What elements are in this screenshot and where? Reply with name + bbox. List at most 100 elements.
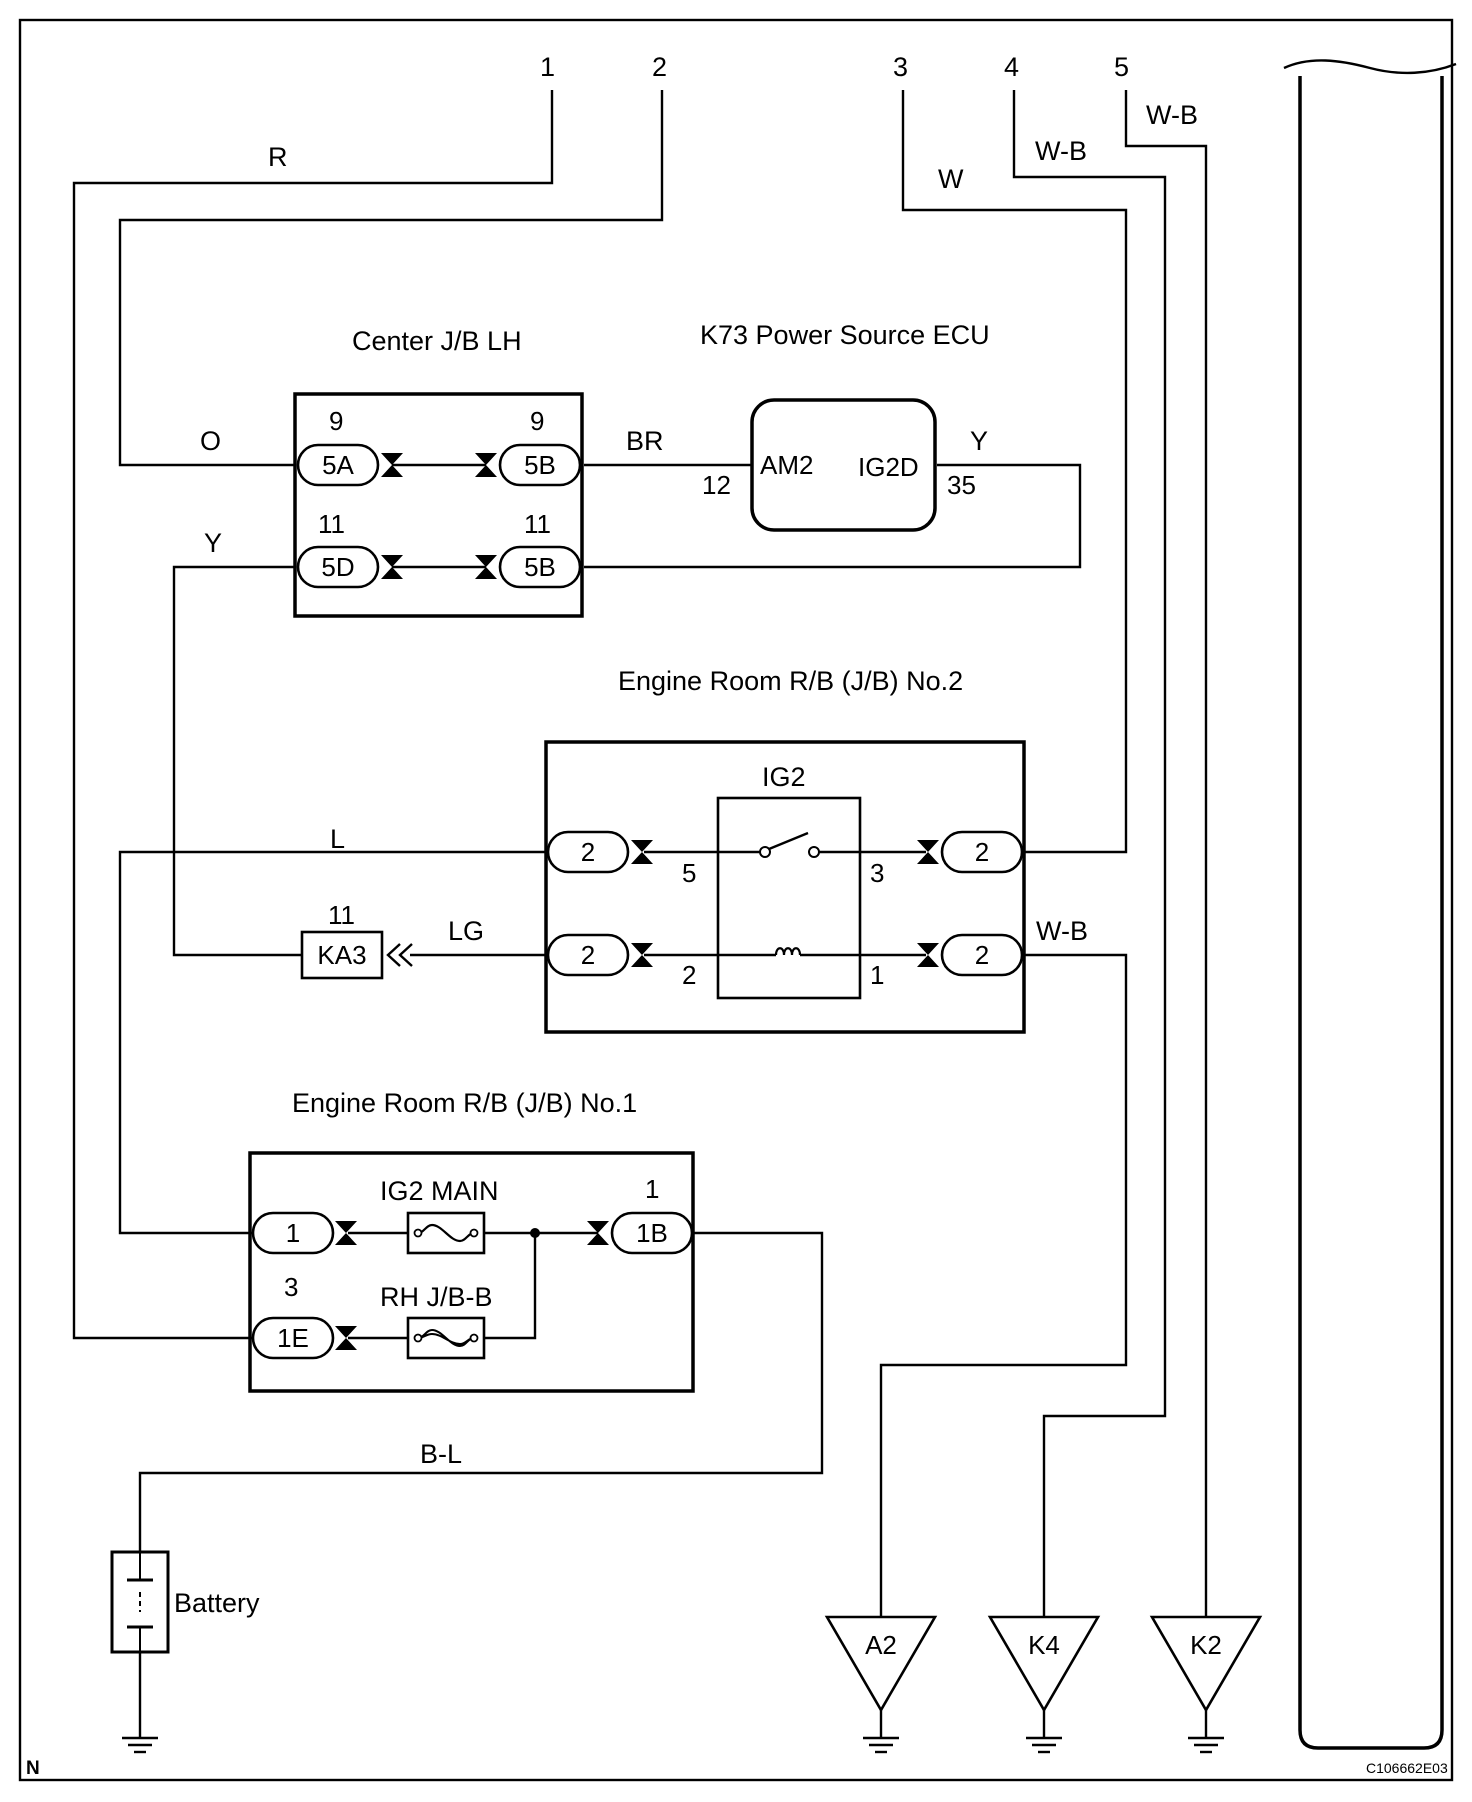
wire-w-label: W bbox=[938, 164, 964, 194]
figure-id: C106662E03 bbox=[1366, 1760, 1448, 1776]
rb2-conn-left-top-label: 2 bbox=[581, 837, 595, 867]
ecu-ig2d: IG2D bbox=[858, 452, 919, 482]
battery-label: Battery bbox=[174, 1588, 260, 1618]
terminal-1: 1 bbox=[540, 52, 555, 82]
rb2-conn-right-bot bbox=[940, 933, 1024, 977]
ecu-pin-12: 12 bbox=[702, 470, 731, 500]
wire-l-label: L bbox=[330, 824, 345, 854]
rb1-row2-right bbox=[484, 1233, 537, 1340]
wire-wb-4 bbox=[1012, 90, 1167, 1617]
wire-w bbox=[901, 90, 1128, 854]
power-ecu-title: K73 Power Source ECU bbox=[700, 320, 990, 350]
ground-k4-label: K4 bbox=[1028, 1630, 1060, 1660]
wire-o bbox=[118, 90, 664, 467]
wire-y-left-label: Y bbox=[204, 528, 222, 558]
rb1-conn-1b-pin: 1 bbox=[645, 1174, 659, 1204]
connector-5b-top-label: 5B bbox=[524, 450, 556, 480]
continuation-bar bbox=[1298, 76, 1444, 1750]
engine-rb1-box bbox=[248, 1151, 695, 1393]
relay-ig2-box bbox=[716, 796, 862, 1000]
fuse-ig2-main-label: IG2 MAIN bbox=[380, 1176, 499, 1206]
wire-br-label: BR bbox=[626, 426, 664, 456]
fuse-rh-jb-b-label: RH J/B-B bbox=[380, 1282, 493, 1312]
fuse-ig2-main-element bbox=[417, 1223, 475, 1243]
ground-k2 bbox=[1149, 1615, 1263, 1754]
connector-5a bbox=[296, 443, 380, 487]
continuation-break bbox=[1283, 59, 1457, 75]
wire-bl-label: B-L bbox=[420, 1439, 462, 1469]
connector-5d bbox=[296, 545, 380, 589]
corner-mark: N bbox=[26, 1758, 40, 1779]
wire-bl bbox=[138, 1231, 824, 1552]
connector-5b-bot-label: 5B bbox=[524, 552, 556, 582]
engine-rb2-box bbox=[544, 740, 1026, 1034]
rb1-conn-1 bbox=[251, 1211, 335, 1255]
terminal-3: 3 bbox=[893, 52, 908, 82]
ka3-pin: 11 bbox=[328, 900, 355, 930]
c5d-pin: 11 bbox=[318, 509, 345, 539]
wire-lg-label: LG bbox=[448, 916, 484, 946]
battery-ground-icon bbox=[122, 1736, 158, 1754]
ground-k2-label: K2 bbox=[1190, 1630, 1222, 1660]
relay-ig2-name: IG2 bbox=[762, 762, 806, 792]
relay-pin-1: 1 bbox=[870, 960, 884, 990]
connector-5b-top bbox=[498, 443, 582, 487]
connector-ka3 bbox=[300, 930, 384, 980]
wire-wb4-label: W-B bbox=[1035, 136, 1087, 166]
rb2-conn-right-top bbox=[940, 830, 1024, 874]
ground-a2-label: A2 bbox=[865, 1630, 897, 1660]
relay-pin-3: 3 bbox=[870, 858, 884, 888]
fuse-ig2-main-term-r bbox=[469, 1228, 479, 1238]
engine-rb1-title: Engine Room R/B (J/B) No.1 bbox=[292, 1088, 637, 1118]
connector-5d-label: 5D bbox=[321, 552, 354, 582]
fuse-rh-jb-b-element bbox=[417, 1328, 475, 1348]
wire-r bbox=[72, 90, 554, 1340]
wire-wb5-label: W-B bbox=[1146, 100, 1198, 130]
rb2-conn-right-top-label: 2 bbox=[975, 837, 989, 867]
wire-wb-relay-label: W-B bbox=[1036, 916, 1088, 946]
rb1-conn-1b bbox=[610, 1211, 694, 1255]
engine-rb2-title: Engine Room R/B (J/B) No.2 bbox=[618, 666, 963, 696]
wire-l bbox=[118, 850, 548, 1235]
ecu-pin-35: 35 bbox=[947, 470, 976, 500]
fuse-rh-term-r bbox=[469, 1333, 479, 1343]
ecu-am2: AM2 bbox=[760, 450, 813, 480]
wire-o-label: O bbox=[200, 426, 221, 456]
rb2-conn-right-bot-label: 2 bbox=[975, 940, 989, 970]
terminal-2: 2 bbox=[652, 52, 667, 82]
wire-wb-relay bbox=[879, 953, 1128, 1617]
terminal-4: 4 bbox=[1004, 52, 1019, 82]
c5b-bot-pin: 11 bbox=[524, 509, 551, 539]
wire-y-left bbox=[172, 565, 302, 957]
rb1-conn-1b-label: 1B bbox=[636, 1218, 668, 1248]
ground-a2 bbox=[824, 1615, 938, 1754]
wire-y-ecu bbox=[584, 463, 1082, 569]
connector-ka3-label: KA3 bbox=[317, 940, 366, 970]
terminal-5: 5 bbox=[1114, 52, 1129, 82]
connector-5b-bot bbox=[498, 545, 582, 589]
rb1-conn-1-label: 1 bbox=[286, 1218, 300, 1248]
rb2-conn-left-bot-label: 2 bbox=[581, 940, 595, 970]
rb2-conn-left-top bbox=[546, 830, 630, 874]
c5a-pin: 9 bbox=[329, 406, 343, 436]
fuse-ig2-main-term-l bbox=[413, 1228, 423, 1238]
fuse-rh-term-l bbox=[413, 1333, 423, 1343]
center-jb-box bbox=[293, 392, 584, 618]
ground-k4 bbox=[987, 1615, 1101, 1754]
switch-contact-right bbox=[808, 846, 820, 858]
relay-pin-2: 2 bbox=[682, 960, 696, 990]
relay-coil bbox=[774, 947, 802, 956]
c5b-top-pin: 9 bbox=[530, 406, 544, 436]
wire-y-ecu-label: Y bbox=[970, 426, 988, 456]
power-ecu-box bbox=[750, 398, 937, 532]
wire-wb-5 bbox=[1124, 90, 1208, 1617]
switch-contact-left bbox=[759, 846, 771, 858]
rb1-conn-1e bbox=[251, 1316, 335, 1360]
rb1-conn-1e-pin: 3 bbox=[284, 1272, 298, 1302]
switch-blade bbox=[768, 831, 809, 851]
connector-5a-label: 5A bbox=[322, 450, 354, 480]
relay-pin-5: 5 bbox=[682, 858, 696, 888]
outer-frame bbox=[18, 18, 1454, 1782]
center-jb-title: Center J/B LH bbox=[352, 326, 522, 356]
